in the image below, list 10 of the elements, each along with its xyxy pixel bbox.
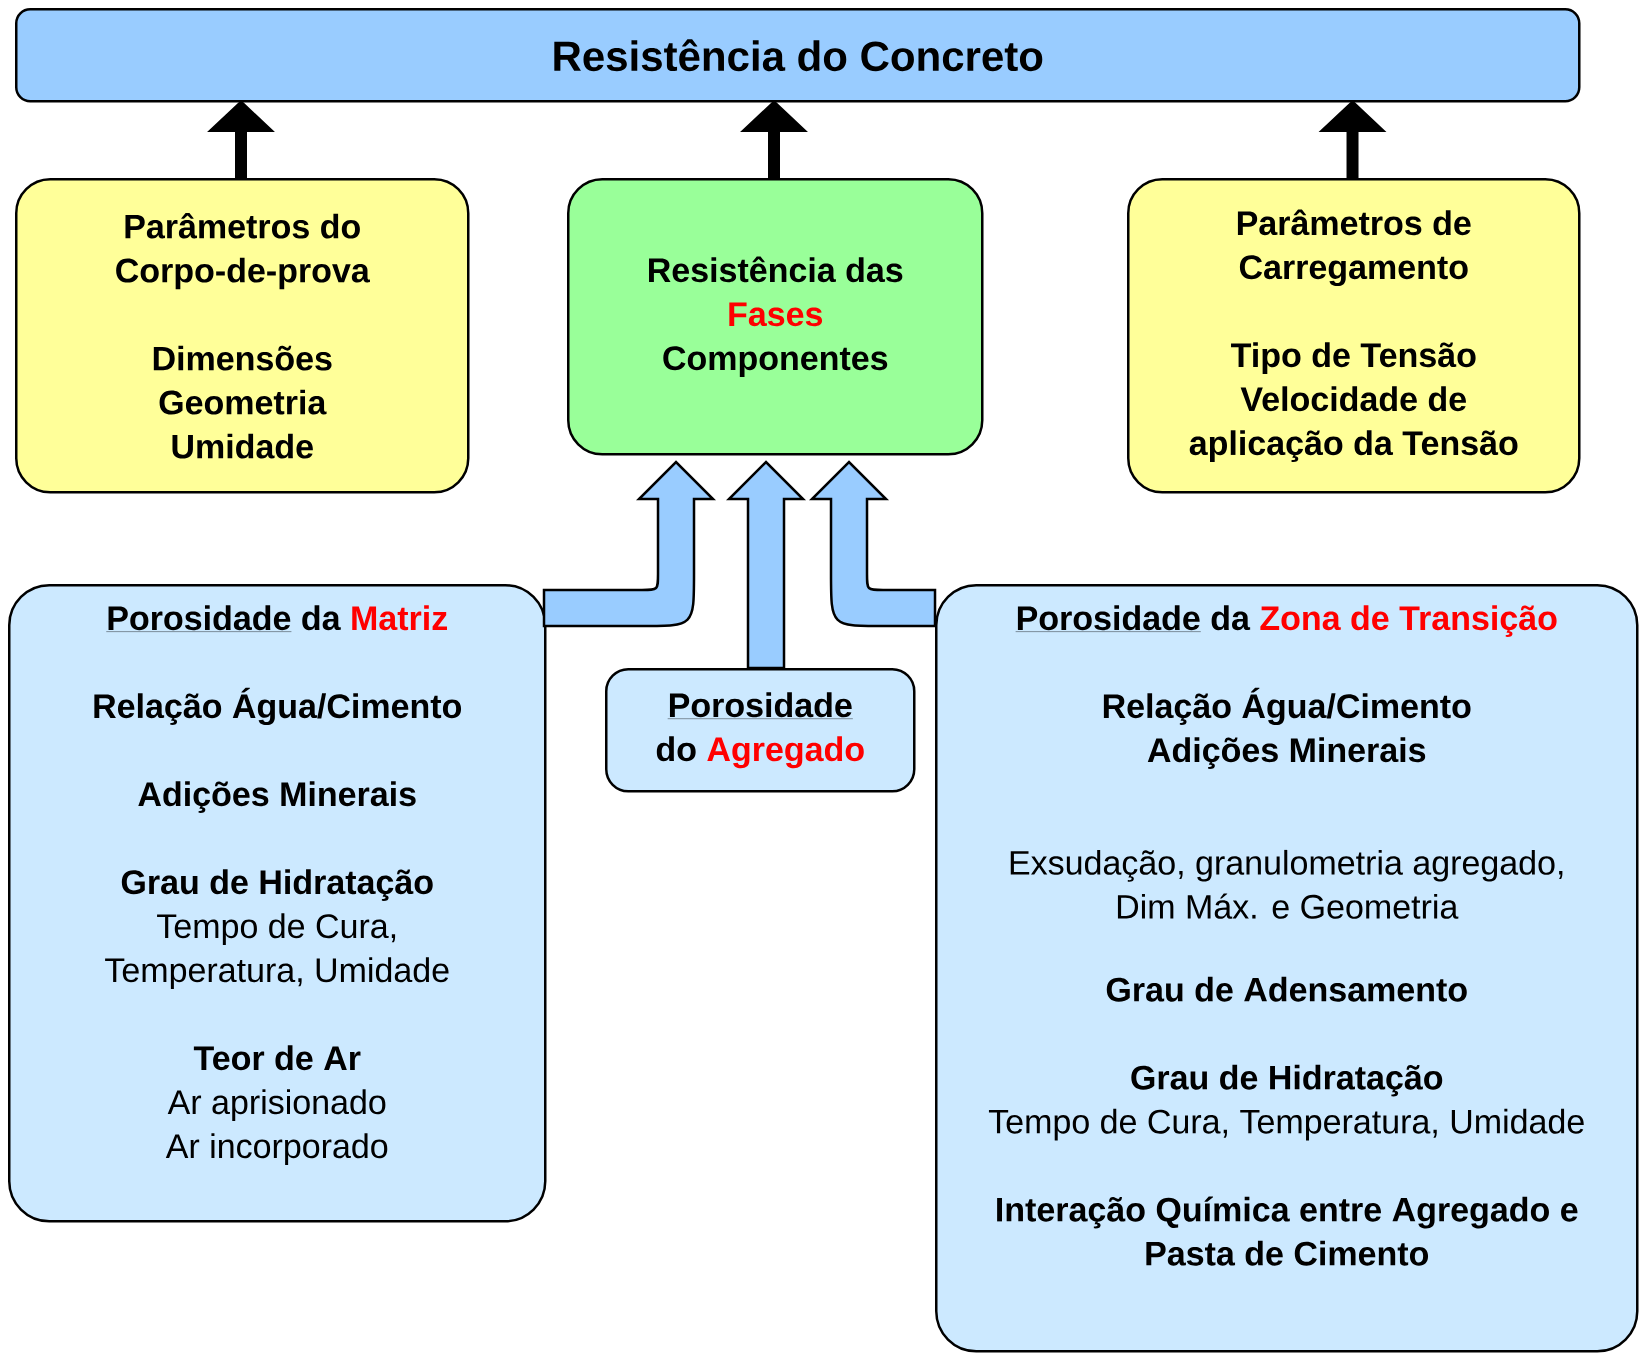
rounded-box: Porosidade da Zona de Transição Relação Água/Cimento Adições Minerais Exsudação, granulometria agregado, Dim Máx. e Geometria Grau de Adensamento Grau de Hidratação Tempo de Cura, Temperatura, Umidade Interação Química entre Agregado e Pasta de Cimento <box>935 584 1639 1353</box>
rounded-box: Porosidade da Matriz Relação Água/Cimento Adições Minerais Grau de Hidratação Tempo de Cura, Temperatura, Umidade Teor de Ar Ar aprisionado Ar incorporado <box>8 584 547 1223</box>
rounded-box: Resistência das Fases Componentes <box>567 178 984 456</box>
heading-box: Resistência do Concreto <box>15 8 1581 103</box>
block-arrow <box>810 460 937 628</box>
block-arrow <box>542 460 715 628</box>
rounded-box: Parâmetros do Corpo-de-prova Dimensões Geometria Umidade <box>15 178 470 494</box>
rounded-box: Parâmetros de Carregamento Tipo de Tensão Velocidade de aplicação da Tensão <box>1127 178 1581 494</box>
rounded-box: Porosidade do Agregado <box>605 668 916 793</box>
block-arrow <box>726 460 807 670</box>
